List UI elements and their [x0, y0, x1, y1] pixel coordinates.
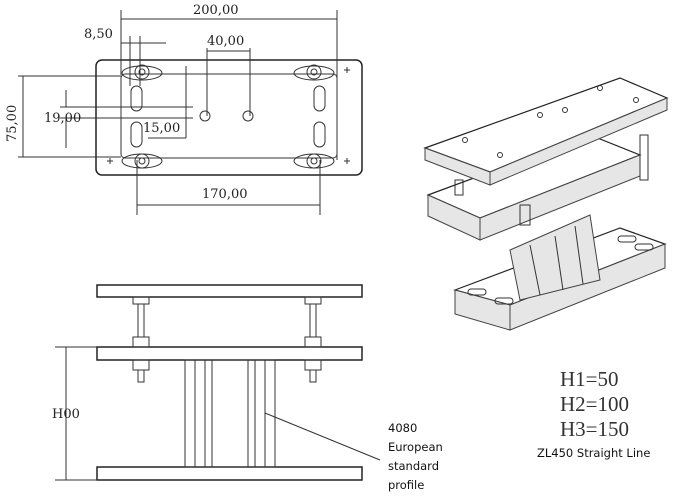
note-line: European	[388, 440, 443, 454]
side-view: H00	[52, 284, 381, 481]
model-label: ZL450 Straight Line	[537, 446, 650, 460]
top-view: 200,00 8,50 40,00 75,00 19,00 15,00 170,…	[5, 3, 363, 215]
dim-slot-offset: 15,00	[143, 121, 180, 136]
dim-hole-spacing: 40,00	[207, 34, 244, 49]
profile-note: 4080 European standard profile	[388, 421, 443, 492]
height-h1: H1=50	[560, 367, 619, 391]
bottom-plate	[96, 466, 363, 481]
top-plate	[96, 284, 363, 298]
height-h3: H3=150	[560, 417, 629, 441]
dim-width: 200,00	[193, 3, 239, 18]
dim-height: 75,00	[5, 105, 20, 142]
note-line: profile	[388, 478, 424, 492]
middle-plate	[96, 346, 363, 361]
height-h2: H2=100	[560, 392, 629, 416]
dimension-lines	[18, 10, 338, 215]
bolts-and-profile	[55, 296, 381, 481]
dim-slot-gap: 19,00	[44, 111, 81, 126]
note-line: 4080	[388, 421, 417, 435]
height-specs: H1=50 H2=100 H3=150 ZL450 Straight Line	[537, 367, 650, 460]
inner-outline	[120, 73, 338, 159]
note-line: standard	[388, 459, 439, 473]
isometric-view	[423, 77, 669, 331]
bolts-and-slots	[107, 64, 350, 169]
dim-side-height: H00	[52, 407, 80, 422]
dim-offset: 8,50	[84, 27, 113, 42]
dim-bolt-spacing: 170,00	[202, 187, 248, 202]
